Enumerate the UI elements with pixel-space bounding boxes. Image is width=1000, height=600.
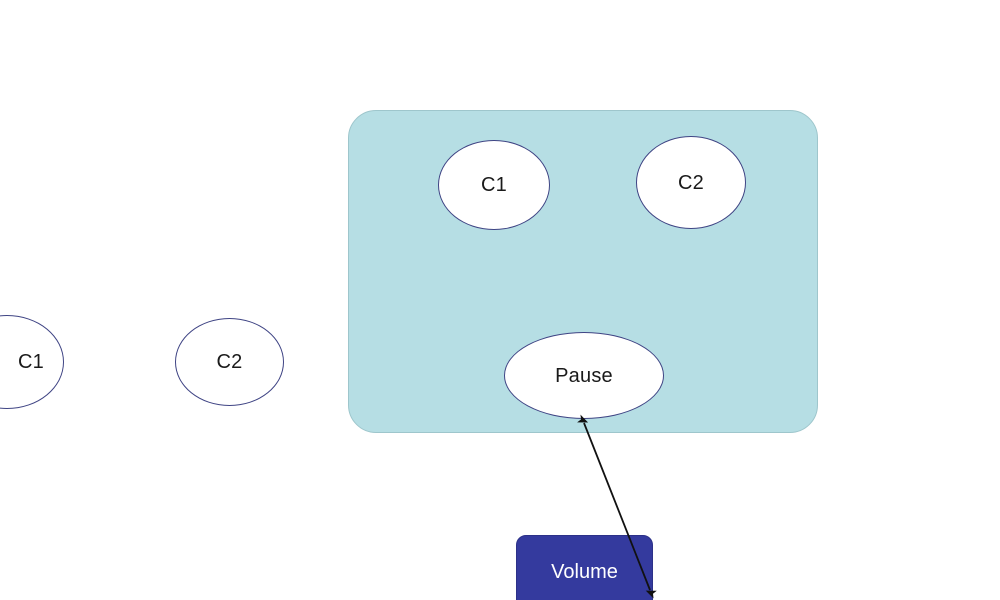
node-label: Pause bbox=[555, 364, 613, 387]
node-c1-inner[interactable]: C1 bbox=[438, 140, 550, 230]
node-label: C1 bbox=[481, 174, 507, 196]
node-label: C1 bbox=[18, 351, 44, 373]
volume-box-label: Volume bbox=[551, 561, 618, 583]
node-label: C2 bbox=[216, 351, 243, 373]
node-pause[interactable]: Pause bbox=[504, 332, 664, 419]
node-c2-inner[interactable]: C2 bbox=[636, 136, 746, 229]
node-label: C2 bbox=[678, 171, 704, 194]
volume-box[interactable]: Volume bbox=[516, 535, 653, 600]
node-c2-outer[interactable]: C2 bbox=[175, 318, 284, 406]
node-c1-outer[interactable]: C1 bbox=[0, 315, 64, 409]
